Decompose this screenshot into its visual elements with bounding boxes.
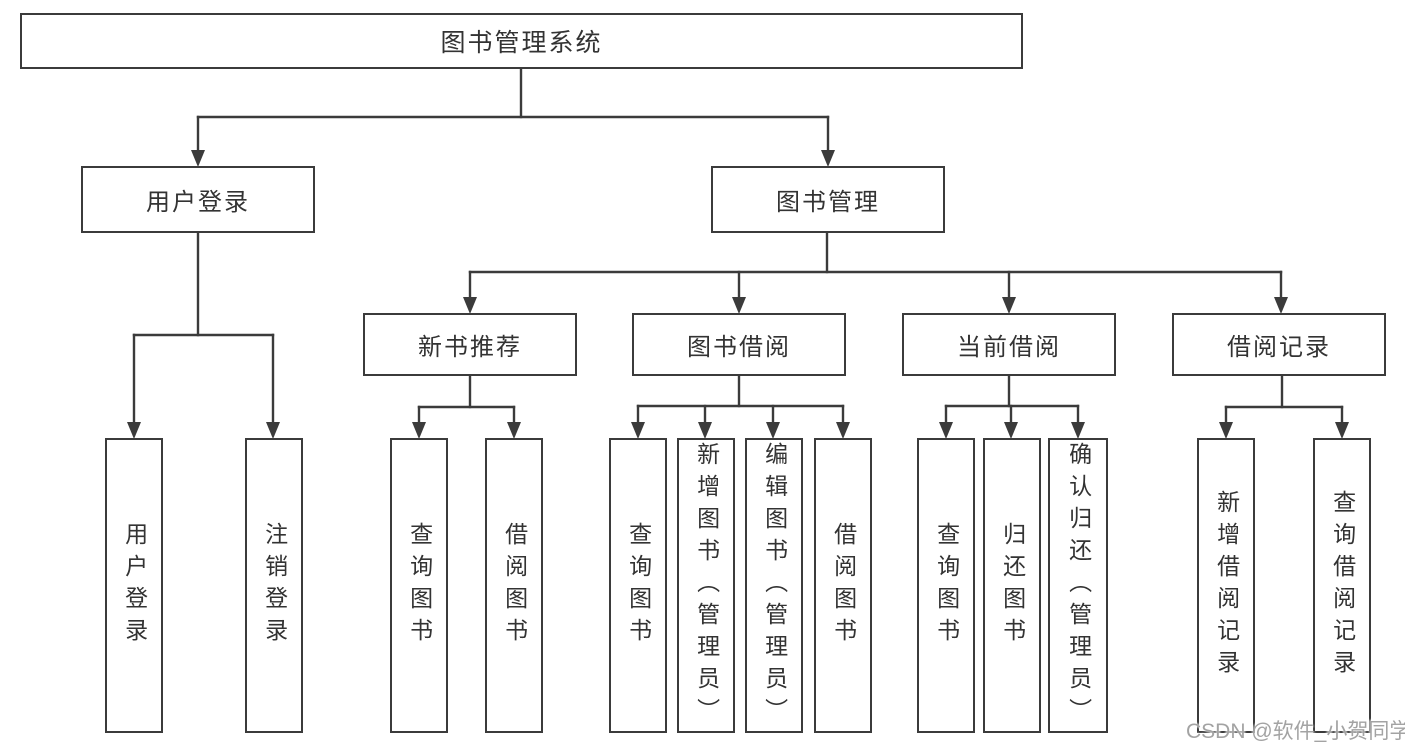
node-borrow-book-borrowing-label: 借阅图书 — [830, 521, 857, 650]
node-current-borrowing: 当前借阅 — [902, 313, 1116, 376]
node-book-borrowing: 图书借阅 — [632, 313, 846, 376]
watermark: CSDN @软件_小贺同学 — [1186, 720, 1405, 743]
node-borrow-book-recommend-label: 借阅图书 — [501, 521, 528, 650]
node-query-borrow-record: 查询借阅记录 — [1313, 438, 1371, 733]
node-new-book-recommend: 新书推荐 — [363, 313, 577, 376]
node-query-book-current-label: 查询图书 — [933, 521, 960, 650]
node-add-borrow-record: 新增借阅记录 — [1197, 438, 1255, 733]
node-query-book-borrowing-label: 查询图书 — [625, 521, 652, 650]
node-add-borrow-record-label: 新增借阅记录 — [1213, 489, 1240, 682]
node-confirm-return-admin: 确认归还（管理员） — [1048, 438, 1108, 733]
node-return-book: 归还图书 — [983, 438, 1041, 733]
node-logout-action: 注销登录 — [245, 438, 303, 733]
node-query-borrow-record-label: 查询借阅记录 — [1329, 489, 1356, 682]
node-user-login-label: 用户登录 — [146, 189, 250, 216]
node-query-book-current: 查询图书 — [917, 438, 975, 733]
node-return-book-label: 归还图书 — [999, 521, 1026, 650]
node-query-book-recommend-label: 查询图书 — [406, 521, 433, 650]
node-confirm-return-admin-label: 确认归还（管理员） — [1065, 441, 1092, 730]
node-book-management: 图书管理 — [711, 166, 945, 233]
node-add-book-admin-label: 新增图书（管理员） — [693, 441, 720, 730]
node-query-book-borrowing: 查询图书 — [609, 438, 667, 733]
node-query-book-recommend: 查询图书 — [390, 438, 448, 733]
node-borrow-book-borrowing: 借阅图书 — [814, 438, 872, 733]
node-current-borrowing-label: 当前借阅 — [957, 334, 1061, 361]
node-book-management-label: 图书管理 — [776, 189, 880, 216]
node-edit-book-admin: 编辑图书（管理员） — [745, 438, 803, 733]
node-edit-book-admin-label: 编辑图书（管理员） — [761, 441, 788, 730]
node-user-login-action-label: 用户登录 — [121, 521, 148, 650]
node-borrow-book-recommend: 借阅图书 — [485, 438, 543, 733]
node-book-borrowing-label: 图书借阅 — [687, 334, 791, 361]
node-new-book-recommend-label: 新书推荐 — [418, 334, 522, 361]
node-borrowing-records: 借阅记录 — [1172, 313, 1386, 376]
node-logout-action-label: 注销登录 — [261, 521, 288, 650]
node-add-book-admin: 新增图书（管理员） — [677, 438, 735, 733]
node-root-label: 图书管理系统 — [440, 29, 603, 57]
node-borrowing-records-label: 借阅记录 — [1227, 334, 1331, 361]
node-user-login: 用户登录 — [81, 166, 315, 233]
node-user-login-action: 用户登录 — [105, 438, 163, 733]
node-root: 图书管理系统 — [20, 13, 1023, 69]
